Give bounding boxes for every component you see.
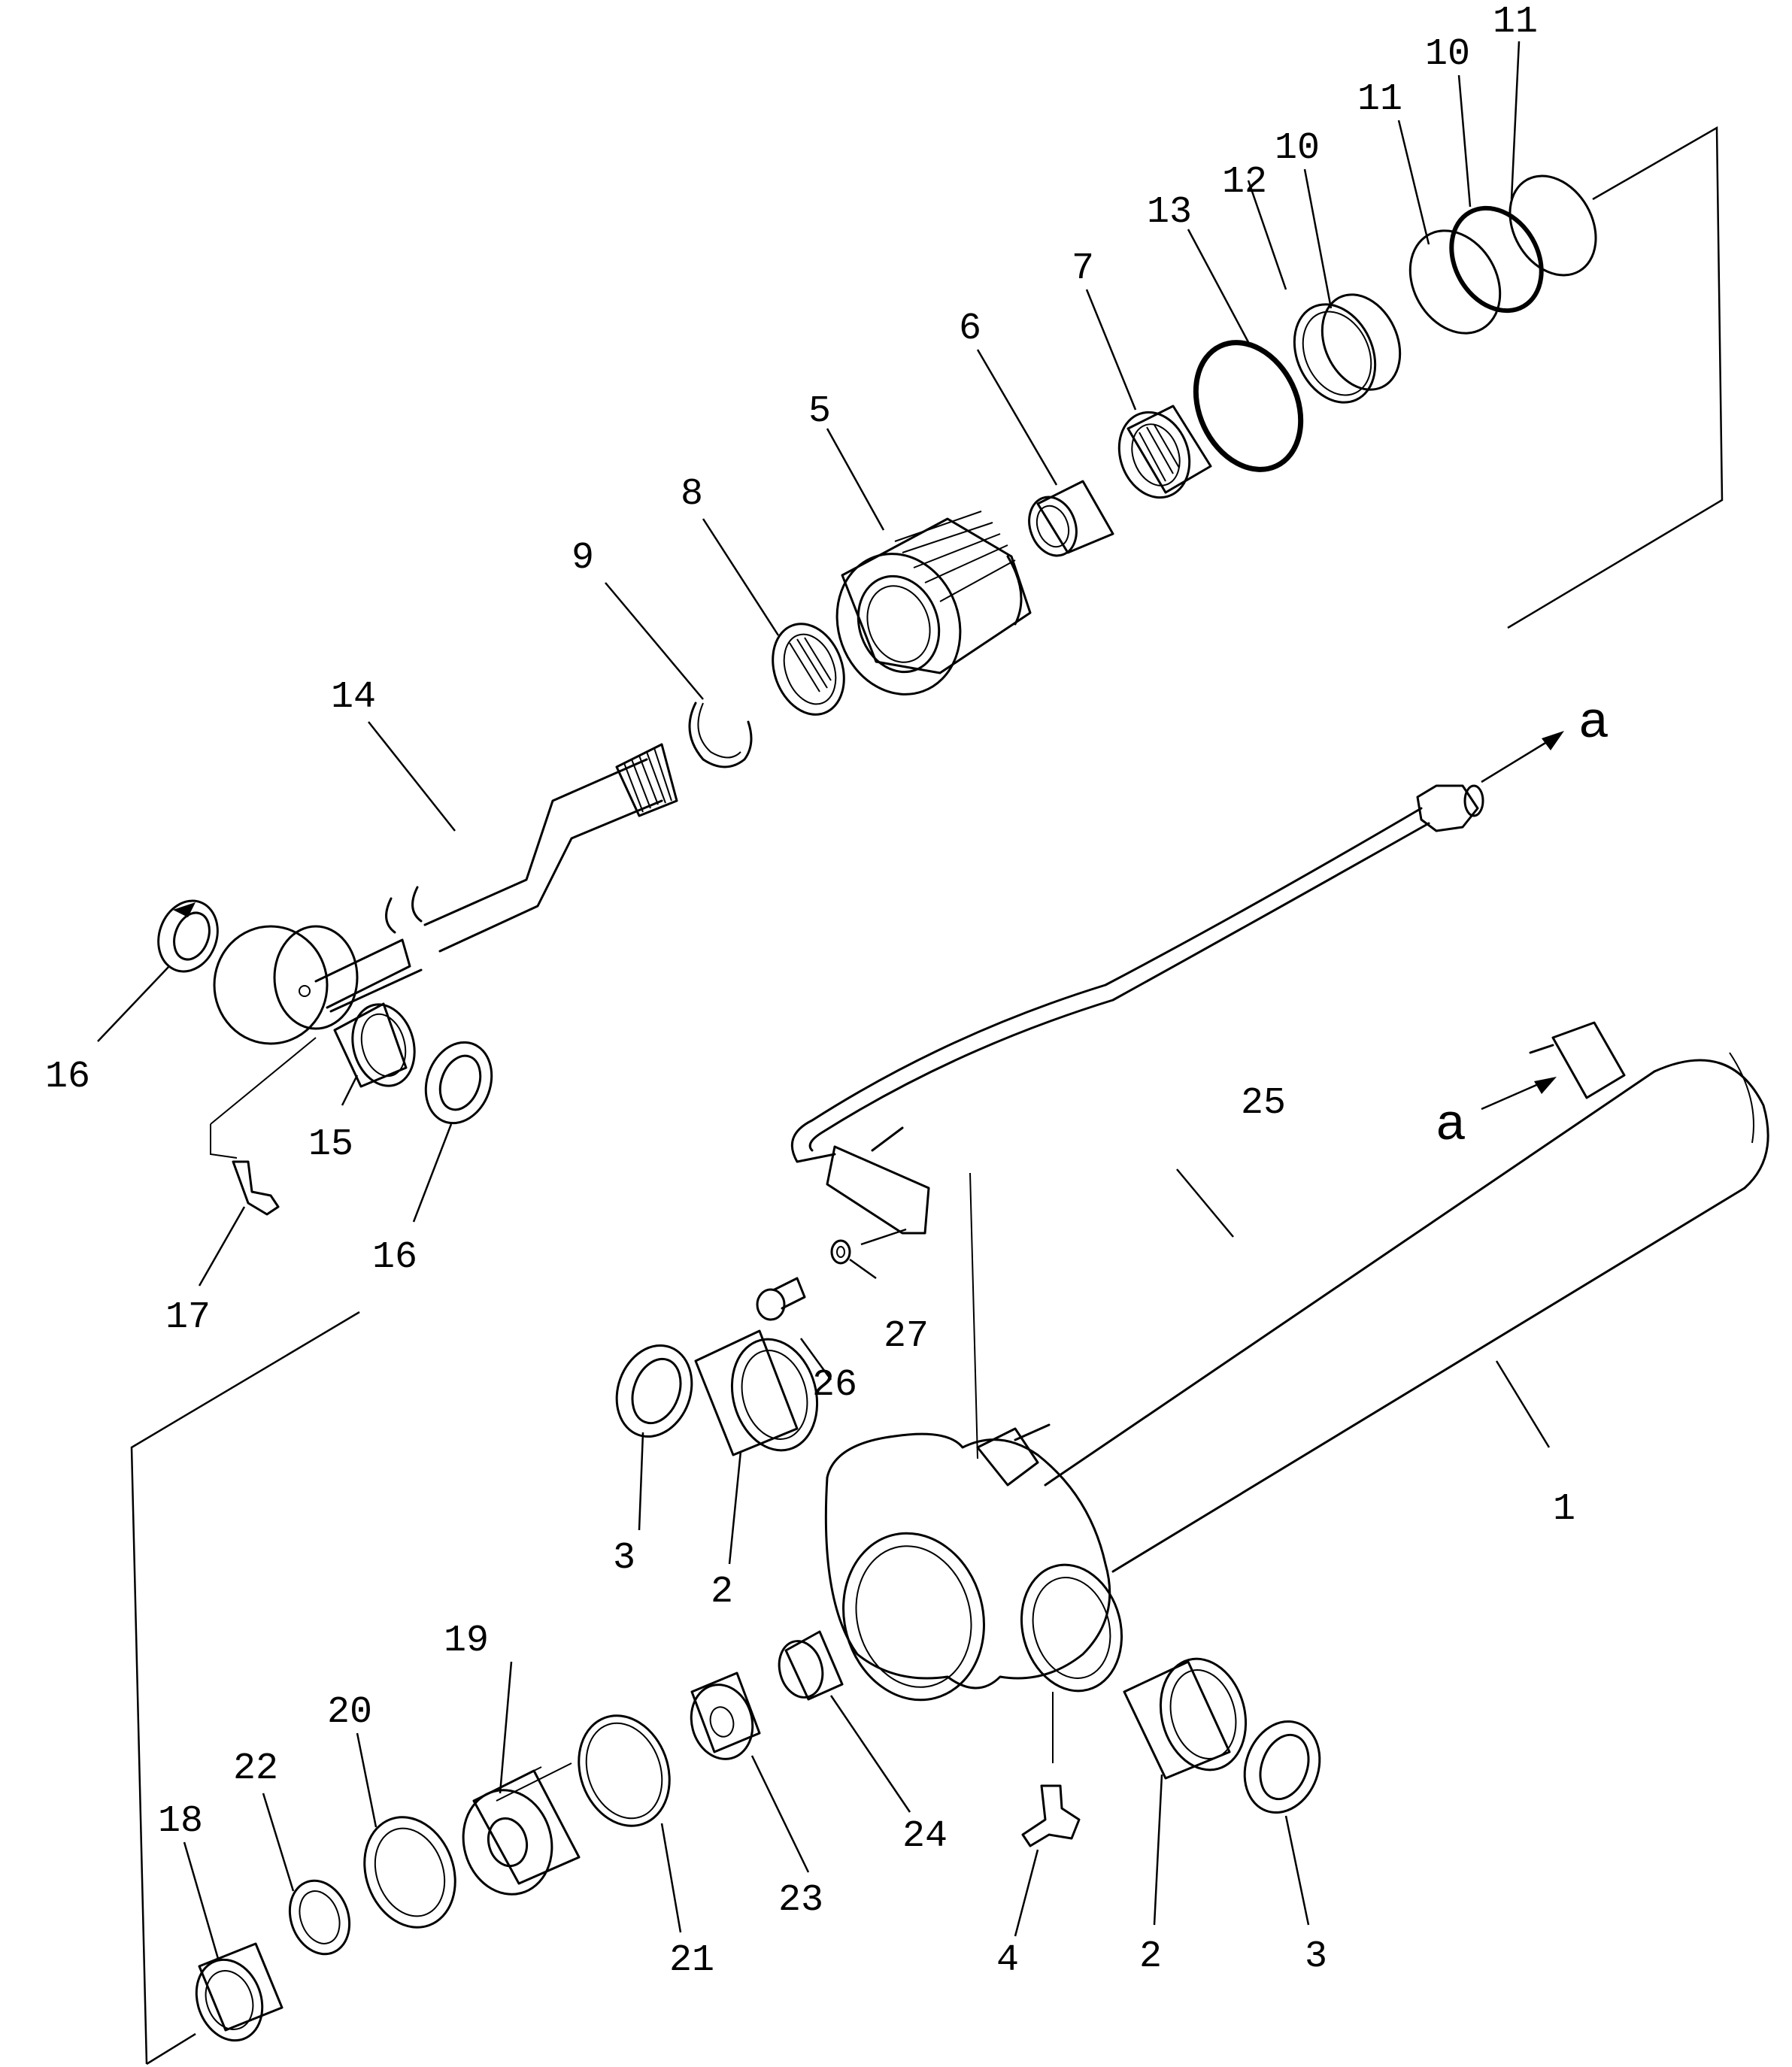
- upper-assembly-bracket: [1507, 126, 1724, 629]
- cylinder-body: [824, 1021, 1769, 1763]
- leader-lines: [97, 41, 1551, 1959]
- label-part-15: 15: [308, 1123, 353, 1166]
- label-part-2: 2: [1139, 1935, 1162, 1978]
- washer-27: [830, 1239, 851, 1265]
- label-part-22: 22: [233, 1747, 278, 1790]
- spacer-23: [690, 1671, 761, 1760]
- label-part-17: 17: [165, 1296, 211, 1339]
- label-part-13: 13: [1147, 191, 1192, 234]
- bearing-8: [772, 623, 845, 716]
- bolt-26: [756, 1277, 806, 1321]
- label-part-19: 19: [444, 1620, 489, 1662]
- ring-11a: [1408, 229, 1502, 335]
- label-part-10: 10: [1275, 127, 1320, 170]
- dust-seal-3a: [615, 1344, 693, 1438]
- piston-rod: [213, 743, 678, 1045]
- label-part-6: 6: [959, 308, 981, 350]
- grease-fitting-17: [210, 1037, 317, 1216]
- snap-ring-9: [688, 702, 753, 768]
- label-part-5: 5: [808, 390, 831, 433]
- backup-ring-10a: [1321, 293, 1402, 391]
- backup-ring-10b: [1449, 205, 1544, 314]
- ring-11b: [1508, 174, 1597, 277]
- connection-arrow-a-out: a: [1481, 691, 1608, 783]
- label-part-8: 8: [681, 473, 703, 516]
- piston-nut-19: [462, 1762, 581, 1896]
- part-labels: 11 10 11 10 12 13 7 6 5 8 9 14 16 15 16 …: [45, 1, 1575, 1982]
- ring-20: [363, 1816, 456, 1929]
- hydraulic-pipe: [790, 784, 1484, 1459]
- cap-18: [195, 1942, 284, 2042]
- label-part-25: 25: [1241, 1082, 1286, 1125]
- dust-seal-16a: [157, 899, 219, 973]
- piston-5: [835, 511, 1032, 696]
- label-part-3: 3: [1305, 1935, 1327, 1978]
- label-part-16: 16: [45, 1056, 90, 1099]
- connection-arrow-a-in: a: [1436, 1077, 1557, 1150]
- label-part-26: 26: [812, 1364, 857, 1407]
- label-part-1: 1: [1553, 1488, 1575, 1531]
- label-part-23: 23: [778, 1879, 823, 1922]
- connection-mark-a-in: a: [1436, 1093, 1465, 1150]
- label-part-2: 2: [711, 1571, 733, 1614]
- sleeve-6: [1028, 480, 1114, 557]
- label-part-4: 4: [996, 1939, 1019, 1982]
- grease-fitting-4: [1021, 1784, 1081, 1847]
- bushing-2a: [694, 1329, 819, 1456]
- ring-21: [578, 1714, 671, 1827]
- ring-12: [1293, 303, 1377, 404]
- label-part-10: 10: [1425, 33, 1470, 76]
- dust-seal-16b: [424, 1041, 493, 1125]
- label-part-21: 21: [669, 1939, 714, 1982]
- label-part-11: 11: [1493, 1, 1538, 44]
- dust-seal-3b: [1243, 1720, 1321, 1814]
- connection-mark-a-out: a: [1579, 691, 1608, 748]
- label-part-14: 14: [331, 676, 376, 719]
- label-part-11: 11: [1357, 78, 1402, 121]
- bearing-7: [1117, 405, 1212, 499]
- spacer-24: [778, 1630, 844, 1701]
- label-part-9: 9: [572, 537, 594, 580]
- ring-22: [288, 1879, 351, 1956]
- label-part-7: 7: [1072, 247, 1094, 290]
- label-part-27: 27: [884, 1315, 929, 1358]
- label-part-24: 24: [902, 1815, 948, 1858]
- label-part-20: 20: [327, 1691, 372, 1734]
- label-part-16: 16: [372, 1236, 417, 1279]
- label-part-3: 3: [613, 1537, 635, 1580]
- bushing-2b: [1123, 1657, 1248, 1780]
- lower-assembly-bracket: [130, 1311, 360, 2065]
- label-part-18: 18: [158, 1800, 203, 1843]
- o-ring-13: [1193, 340, 1304, 472]
- bushing-15: [333, 1002, 416, 1088]
- label-part-12: 12: [1222, 161, 1267, 204]
